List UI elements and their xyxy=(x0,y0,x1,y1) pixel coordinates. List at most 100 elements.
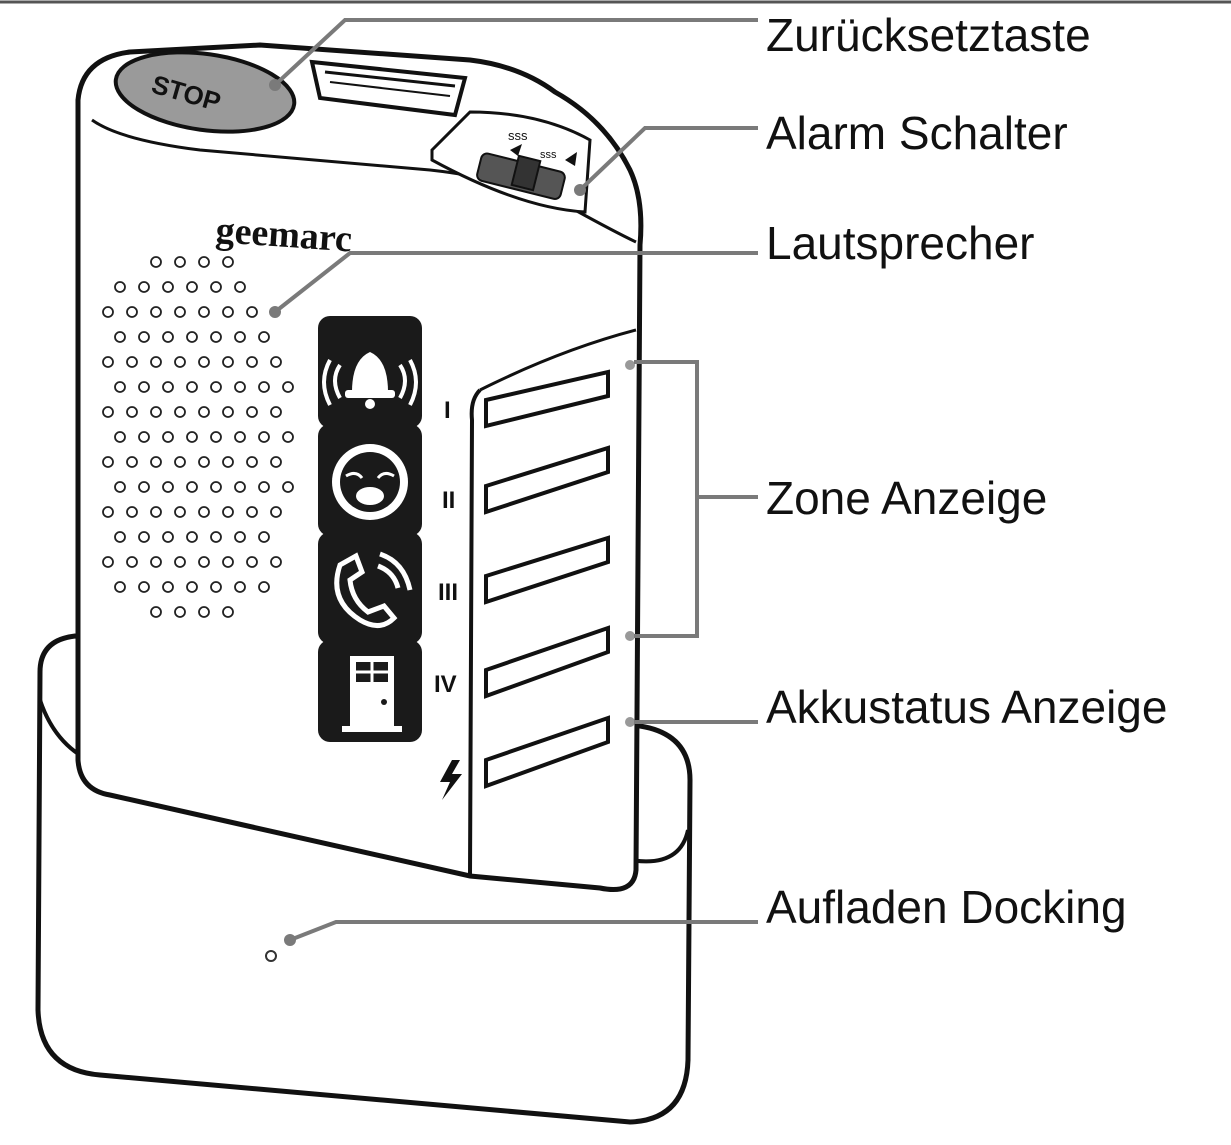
speaker-hole xyxy=(126,406,138,418)
speaker-hole xyxy=(114,531,126,543)
callout-alarm-switch: Alarm Schalter xyxy=(766,107,1068,159)
speaker-hole xyxy=(258,381,270,393)
speaker-hole xyxy=(186,281,198,293)
speaker-hole xyxy=(150,456,162,468)
speaker-hole xyxy=(222,406,234,418)
side-indicator-windows xyxy=(484,369,610,789)
speaker-hole xyxy=(258,431,270,443)
bell-icon xyxy=(322,352,418,409)
zone-numeral-1: I xyxy=(444,397,451,424)
speaker-hole xyxy=(150,406,162,418)
speaker-hole xyxy=(138,331,150,343)
speaker-hole xyxy=(138,381,150,393)
callout-zone-indicator: Zone Anzeige xyxy=(766,472,1048,524)
leader-lines xyxy=(273,18,758,942)
speaker-hole xyxy=(186,481,198,493)
speaker-hole xyxy=(270,456,282,468)
speaker-hole xyxy=(126,556,138,568)
speaker-hole xyxy=(150,556,162,568)
speaker-hole xyxy=(222,256,234,268)
speaker-hole xyxy=(114,281,126,293)
alarm-switch-mark-right: sss xyxy=(540,149,557,161)
speaker-hole xyxy=(126,506,138,518)
zone-window-3 xyxy=(484,535,610,605)
speaker-hole xyxy=(210,381,222,393)
battery-window xyxy=(484,715,610,789)
speaker-hole xyxy=(258,331,270,343)
zone-numeral-3: III xyxy=(438,579,458,606)
door-icon xyxy=(342,656,402,732)
speaker-hole xyxy=(198,506,210,518)
speaker-hole xyxy=(186,431,198,443)
speaker-hole xyxy=(282,431,294,443)
speaker-hole xyxy=(198,456,210,468)
speaker-hole xyxy=(282,381,294,393)
speaker-hole xyxy=(102,306,114,318)
speaker-hole xyxy=(222,456,234,468)
speaker-hole xyxy=(270,506,282,518)
speaker-hole xyxy=(222,356,234,368)
speaker-hole xyxy=(114,431,126,443)
speaker-hole xyxy=(162,481,174,493)
speaker-hole xyxy=(138,431,150,443)
speaker-hole xyxy=(138,481,150,493)
speaker-hole xyxy=(102,406,114,418)
alarm-switch-mark-left: sss xyxy=(508,128,528,143)
marker-reset xyxy=(269,79,281,91)
speaker-grille xyxy=(102,256,294,618)
marker-speaker xyxy=(269,306,281,318)
speaker-hole xyxy=(234,531,246,543)
top-slot xyxy=(309,59,468,118)
speaker-hole xyxy=(234,331,246,343)
speaker-hole xyxy=(150,356,162,368)
speaker-hole xyxy=(258,581,270,593)
tile-zone-3 xyxy=(318,532,422,644)
callout-speaker: Lautsprecher xyxy=(766,217,1035,269)
callout-battery-indicator: Akkustatus Anzeige xyxy=(766,681,1168,733)
speaker-hole xyxy=(114,581,126,593)
speaker-hole xyxy=(210,481,222,493)
speaker-hole xyxy=(234,581,246,593)
zone-numeral-2: II xyxy=(442,487,455,514)
speaker-hole xyxy=(210,531,222,543)
speaker-hole xyxy=(186,381,198,393)
speaker-hole xyxy=(234,481,246,493)
alarm-switch: sss sss xyxy=(430,110,592,214)
baby-crying-icon xyxy=(332,444,408,520)
speaker-hole xyxy=(198,606,210,618)
speaker-hole xyxy=(234,431,246,443)
speaker-hole xyxy=(174,556,186,568)
speaker-hole xyxy=(186,531,198,543)
speaker-hole xyxy=(270,406,282,418)
speaker-hole xyxy=(246,306,258,318)
speaker-hole xyxy=(162,581,174,593)
flag-icon-left xyxy=(510,144,522,156)
speaker-hole xyxy=(270,356,282,368)
speaker-hole xyxy=(198,256,210,268)
speaker-hole xyxy=(198,306,210,318)
speaker-hole xyxy=(174,356,186,368)
speaker-hole xyxy=(162,281,174,293)
phone-ringing-icon xyxy=(334,551,413,628)
leader-alarm xyxy=(578,126,758,192)
speaker-hole xyxy=(258,481,270,493)
speaker-hole xyxy=(174,506,186,518)
leader-dock xyxy=(289,920,758,942)
zone-window-2 xyxy=(484,445,610,515)
speaker-hole xyxy=(246,406,258,418)
marker-dock xyxy=(284,934,296,946)
speaker-hole xyxy=(174,256,186,268)
stop-button: STOP xyxy=(113,50,297,134)
speaker-hole xyxy=(198,556,210,568)
speaker-hole xyxy=(222,506,234,518)
speaker-hole xyxy=(246,506,258,518)
speaker-hole xyxy=(174,456,186,468)
dock-indicator-dot xyxy=(265,950,277,962)
speaker-hole xyxy=(102,506,114,518)
speaker-hole xyxy=(138,531,150,543)
speaker-hole xyxy=(234,381,246,393)
speaker-hole xyxy=(150,506,162,518)
zone-led-bottom xyxy=(625,631,635,641)
speaker-hole xyxy=(198,406,210,418)
